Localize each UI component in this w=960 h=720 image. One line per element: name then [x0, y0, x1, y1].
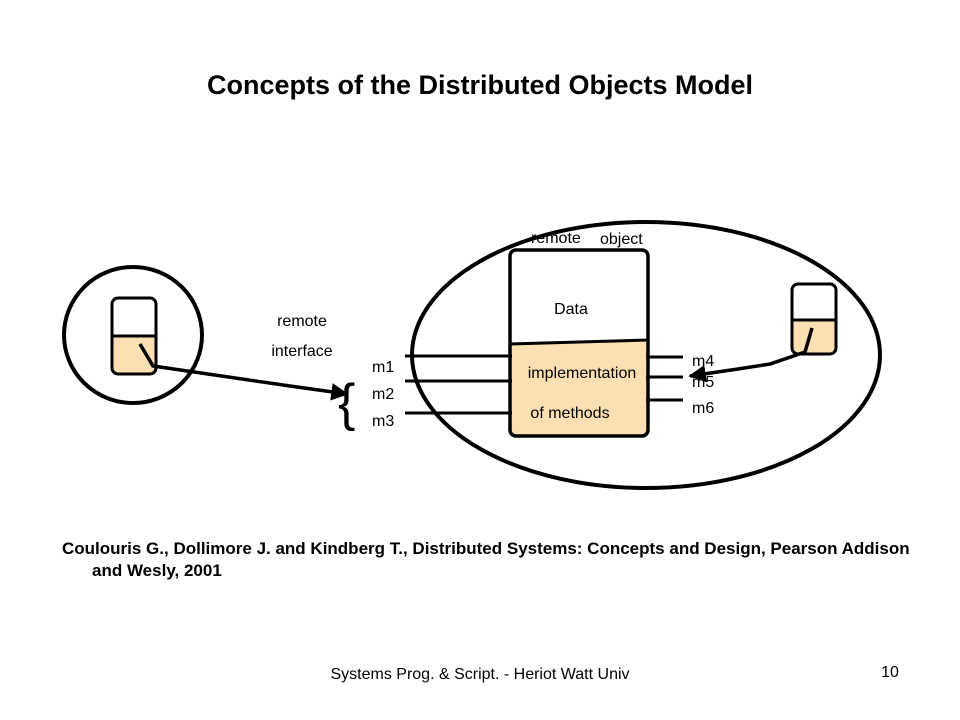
server-side-object-fill [792, 320, 836, 354]
remote-interface-label-2: interface [271, 343, 332, 360]
method-label-m4: m4 [692, 353, 714, 370]
implementation-label: implementation [528, 365, 637, 382]
remote-interface-label-1: remote [277, 313, 327, 330]
interface-brace: { [338, 374, 355, 432]
page-number: 10 [881, 664, 899, 681]
client-object-fill [112, 336, 156, 374]
remote-invocation-arrow [138, 343, 349, 401]
method-label-m3: m3 [372, 413, 394, 430]
remote-object-box [508, 248, 650, 438]
method-label-m1: m1 [372, 359, 394, 376]
remote-object-label-2: object [600, 231, 643, 248]
server-side-object [790, 282, 838, 356]
data-label: Data [554, 301, 588, 318]
method-label-m6: m6 [692, 400, 714, 417]
methods-label: of methods [530, 405, 609, 422]
citation-text: Coulouris G., Dollimore J. and Kindberg … [62, 539, 910, 580]
footer-text: Systems Prog. & Script. - Heriot Watt Un… [330, 666, 630, 683]
client-process-ellipse [62, 265, 204, 405]
method-label-m5: m5 [692, 374, 714, 391]
local-invocation-arrow [688, 327, 814, 383]
method-label-m2: m2 [372, 386, 394, 403]
slide-title: Concepts of the Distributed Objects Mode… [206, 70, 754, 100]
remote-object-label-1: remote [531, 230, 581, 247]
implementation-area [510, 340, 648, 436]
